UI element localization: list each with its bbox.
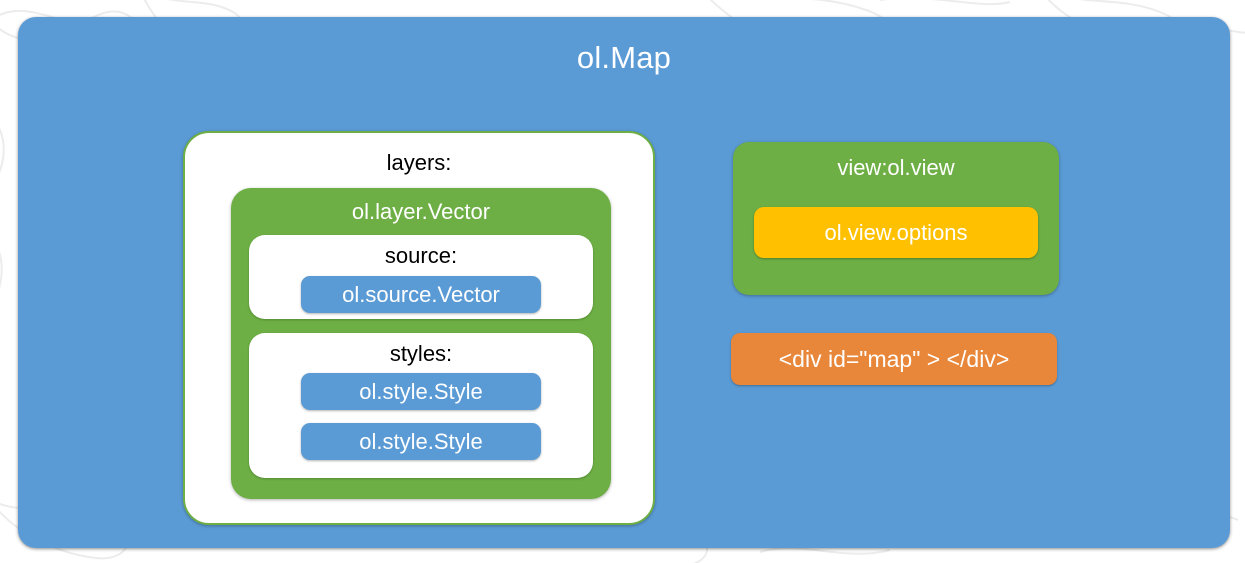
layers-panel[interactable]: layers: ol.layer.Vector source: ol.sourc… <box>183 131 655 525</box>
view-title: view:ol.view <box>837 155 955 180</box>
source-label: source: <box>384 243 458 268</box>
map-title: ol.Map <box>576 40 672 75</box>
ol-layer-vector-box[interactable]: ol.layer.Vector source: ol.source.Vector… <box>231 188 611 499</box>
ol-style-style-pill-1[interactable]: ol.style.Style <box>301 373 541 410</box>
ol-view-options-box[interactable]: ol.view.options <box>754 207 1038 258</box>
view-box[interactable]: view:ol.view ol.view.options <box>733 142 1059 295</box>
layers-label: layers: <box>386 150 452 175</box>
ol-layer-vector-title: ol.layer.Vector <box>351 199 491 224</box>
source-box[interactable]: source: ol.source.Vector <box>249 235 593 319</box>
ol-style-style-pill-2[interactable]: ol.style.Style <box>301 423 541 460</box>
ol-source-vector-pill[interactable]: ol.source.Vector <box>301 276 541 313</box>
styles-box[interactable]: styles: ol.style.Style ol.style.Style <box>249 333 593 478</box>
ol-map-container[interactable]: ol.Map layers: ol.layer.Vector source: o… <box>18 17 1230 548</box>
div-map-target-box[interactable]: <div id="map" > </div> <box>731 333 1057 385</box>
styles-label: styles: <box>389 341 453 366</box>
